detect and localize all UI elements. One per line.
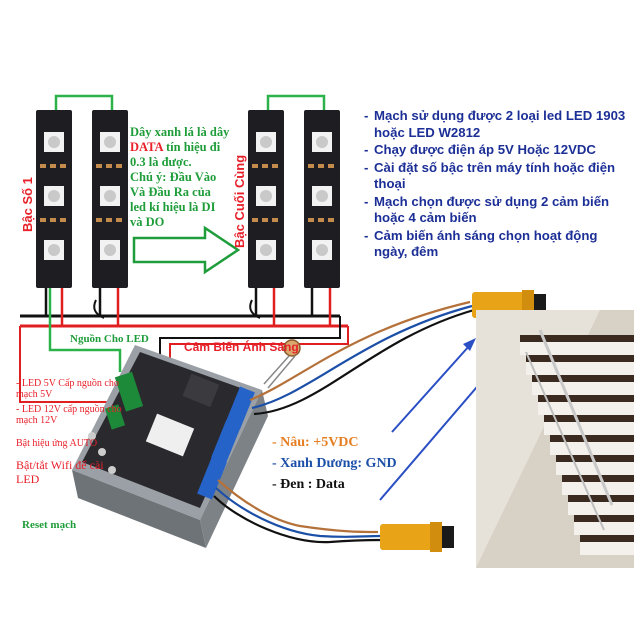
green-jumper-1-2	[54, 94, 114, 110]
note-line-4: Chú ý: Đầu Vào	[130, 170, 217, 184]
staircase-illustration	[476, 310, 634, 568]
continuation-arrow	[132, 225, 241, 275]
light-sensor-component	[263, 339, 301, 389]
stair-riser	[520, 342, 634, 355]
feature-item: Mạch chọn được sử dụng 2 cảm biến hoặc 4…	[364, 194, 634, 227]
stair-riser	[550, 442, 634, 455]
green-jumper-3-4	[266, 94, 326, 110]
led5v-note: - LED 5V Cấp nguồn cho mạch 5V	[16, 378, 119, 400]
light-sensor-label: Cảm Biến Ánh Sáng	[184, 340, 299, 354]
note-line-1: Dây xanh lá là dây	[130, 125, 230, 139]
led-strip-2	[92, 110, 128, 288]
note-line-2: DATA tín hiệu đi	[130, 140, 250, 155]
stair-riser	[544, 422, 634, 435]
stair-riser	[538, 402, 634, 415]
wifi-toggle-note: Bật/tắt Wifi để cài LED	[16, 458, 104, 486]
stair-tread	[562, 475, 634, 482]
note-line-5: Và Đầu Ra của	[130, 185, 211, 199]
first-step-label: Bậc Số 1	[20, 177, 35, 232]
stair-tread	[544, 415, 634, 422]
note-line-6: led kí hiệu là DI	[130, 200, 216, 214]
note-data-highlight: DATA	[130, 140, 163, 154]
note-line-3: 0.3 là được.	[130, 155, 192, 169]
stair-riser	[568, 502, 634, 515]
stair-tread	[526, 355, 634, 362]
stair-tread	[538, 395, 634, 402]
stair-riser	[532, 382, 634, 395]
data-wire-note: Dây xanh lá là dây DATA tín hiệu đi 0.3 …	[130, 125, 250, 230]
feature-item: Cài đặt số bậc trên máy tính hoặc điện t…	[364, 160, 634, 193]
stair-tread	[568, 495, 634, 502]
lower-sensor-wires	[213, 479, 383, 544]
led12v-note: - LED 12V cấp nguồn cho mạch 12V	[16, 404, 122, 426]
stair-tread	[550, 435, 634, 442]
controller-board	[72, 345, 268, 548]
led-strip-3	[248, 110, 284, 288]
led-strip-1	[36, 110, 72, 288]
lower-photo-sensor	[380, 522, 454, 552]
note-line-2-rest: tín hiệu đi	[162, 140, 221, 154]
stair-tread	[556, 455, 634, 462]
power-rails	[20, 288, 348, 328]
stair-riser	[562, 482, 634, 495]
stair-tread	[574, 515, 634, 522]
wire-legend-black: - Đen : Data	[272, 477, 345, 492]
feature-list: Mạch sử dụng được 2 loại led LED 1903 ho…	[364, 108, 634, 262]
stair-tread	[532, 375, 634, 382]
feature-item: Chạy được điện áp 5V Hoặc 12VDC	[364, 142, 634, 159]
feature-item: Mạch sử dụng được 2 loại led LED 1903 ho…	[364, 108, 634, 141]
auto-effect-note: Bật hiệu ứng AUTO	[16, 438, 98, 449]
feature-item: Cảm biến ánh sáng chọn hoạt động ngày, đ…	[364, 228, 634, 261]
led-power-label: Nguồn Cho LED	[70, 333, 149, 345]
note-line-7: và DO	[130, 215, 165, 229]
stair-tread	[580, 535, 634, 542]
stair-riser	[580, 542, 634, 555]
green-data-wire	[48, 288, 122, 372]
stair-tread	[520, 335, 634, 342]
wire-legend-brown: - Nâu: +5VDC	[272, 435, 359, 450]
upper-sensor-wires	[249, 300, 475, 416]
wire-color-legend: - Nâu: +5VDC - Xanh Dương: GND - Đen : D…	[272, 432, 397, 495]
red-power-wire	[19, 326, 130, 403]
wire-legend-blue: - Xanh Dương: GND	[272, 456, 397, 471]
led-strip-4	[304, 110, 340, 288]
stair-riser	[526, 362, 634, 375]
led-strip-group	[36, 110, 340, 288]
reset-label: Reset mạch	[22, 519, 77, 531]
